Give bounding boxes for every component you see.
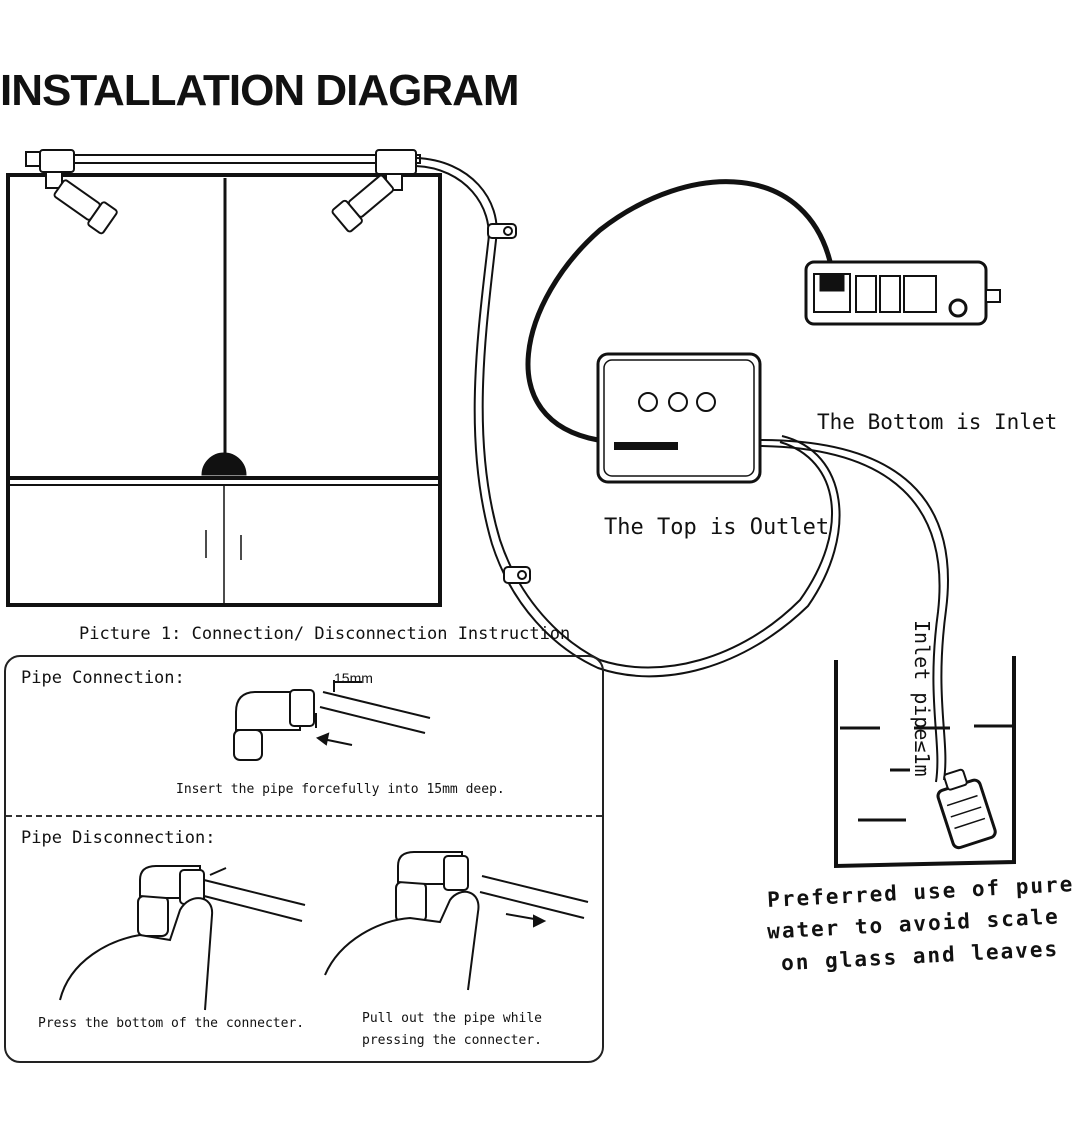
inlet-pipe (759, 439, 949, 783)
instruction-panel (4, 655, 604, 1063)
water-container (834, 656, 1016, 869)
pipe-connection-heading: Pipe Connection: (21, 668, 185, 688)
connection-instruction: Insert the pipe forcefully into 15mm dee… (176, 782, 505, 797)
panel-divider (6, 815, 602, 817)
spray-pipe (25, 149, 421, 235)
power-strip (804, 260, 1001, 326)
disconnection-press-illustration (59, 865, 306, 1011)
top-outlet-label: The Top is Outlet (604, 515, 830, 540)
inlet-pipe-label: Inlet pipe≤1m (910, 620, 934, 777)
disconnection-step-2-line-1: Pull out the pipe while (362, 1011, 543, 1026)
disconnection-step-2-line-2: pressing the connecter. (362, 1033, 543, 1048)
picture-caption: Picture 1: Connection/ Disconnection Ins… (79, 624, 571, 644)
disconnection-step-1: Press the bottom of the connecter. (38, 1016, 305, 1031)
pipe-disconnection-heading: Pipe Disconnection: (21, 828, 216, 848)
page-title: INSTALLATION DIAGRAM (0, 66, 520, 115)
disconnection-pull-illustration (324, 851, 589, 991)
depth-label: 15mm (334, 670, 373, 686)
aquarium-tank (6, 173, 442, 607)
connection-illustration (233, 680, 431, 761)
bottom-inlet-label: The Bottom is Inlet (817, 410, 1058, 434)
outlet-hose (415, 157, 841, 678)
pump-controller (596, 352, 762, 484)
power-cable (525, 179, 835, 443)
